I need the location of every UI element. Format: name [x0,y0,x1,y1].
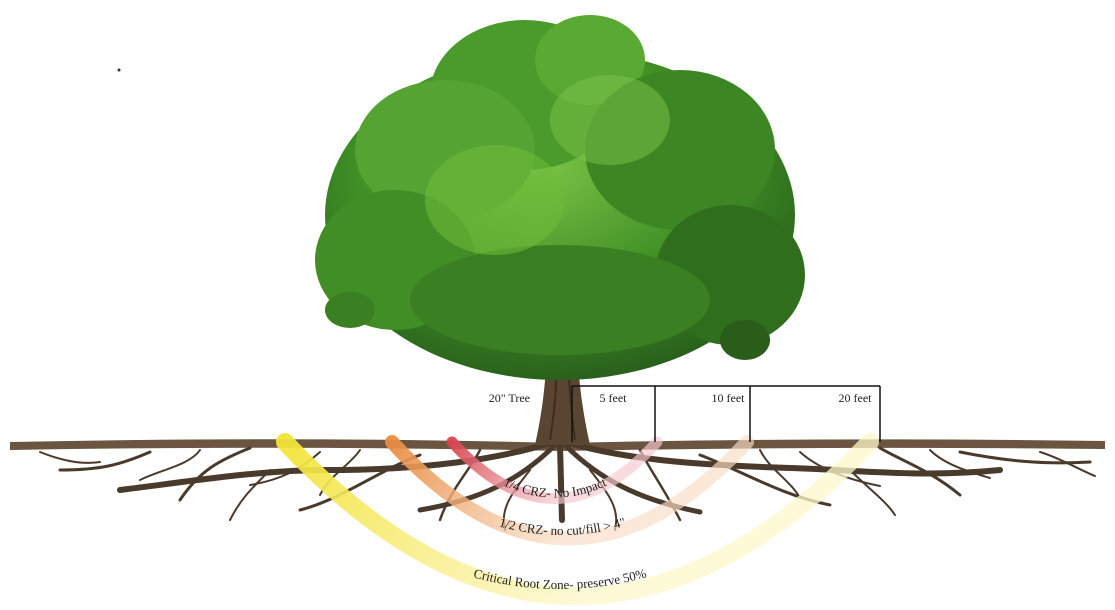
speck-dot [118,69,121,72]
distance-label-10: 10 feet [712,391,746,405]
distance-label-20: 20 feet [839,391,873,405]
tree-diameter-label: 20" Tree [489,391,530,405]
tree-canopy [315,15,805,380]
distance-label-5: 5 feet [600,391,628,405]
